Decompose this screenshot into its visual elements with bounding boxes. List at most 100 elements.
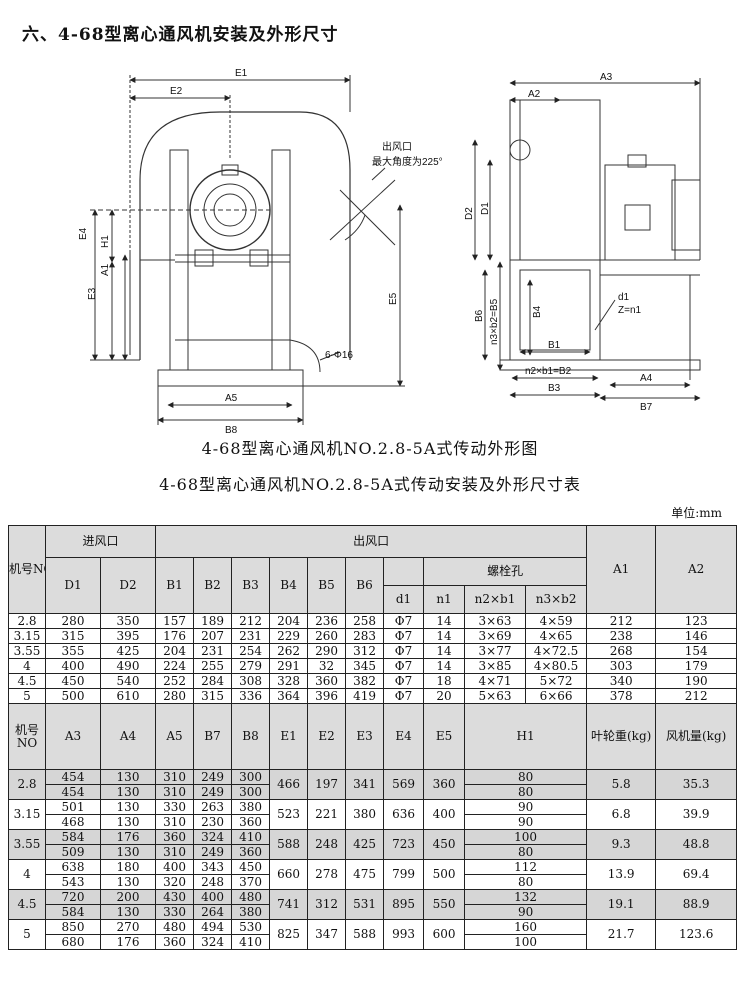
table-cell: 4×59 xyxy=(525,613,588,629)
table-cell: 315 xyxy=(45,628,101,644)
table-cell: 509 xyxy=(45,844,101,860)
table-cell: 364 xyxy=(269,688,309,704)
table-cell: 425 xyxy=(99,643,157,659)
table-cell: 320 xyxy=(155,874,195,890)
table-cell: 450 xyxy=(45,673,101,689)
hdr-b6: B6 xyxy=(345,557,385,614)
table-cell: 176 xyxy=(99,934,157,950)
figure-caption: 4-68型离心通风机NO.2.8-5A式传动外形图 xyxy=(201,439,539,458)
table-cell: 5×63 xyxy=(464,688,527,704)
model-cell: 3.15 xyxy=(8,799,46,830)
table-cell: 475 xyxy=(345,859,385,890)
table-cell: 395 xyxy=(99,628,157,644)
right-pedestal xyxy=(271,149,291,371)
table-cell: 310 xyxy=(155,784,195,800)
table-cell: 283 xyxy=(345,628,385,644)
model-cell: 2.8 xyxy=(8,769,46,800)
fan-weight: 123.6 xyxy=(655,919,738,950)
table-cell: 312 xyxy=(345,643,385,659)
table-cell: 328 xyxy=(269,673,309,689)
label-n2b1: n2×b1=B2 xyxy=(525,366,572,377)
unit-label: 单位:mm xyxy=(671,506,722,520)
table-cell: 260 xyxy=(307,628,347,644)
table-cell: 80 xyxy=(464,769,588,785)
table-cell: 3×85 xyxy=(464,658,527,674)
table-cell: 248 xyxy=(193,874,233,890)
table-cell: 284 xyxy=(193,673,233,689)
table-cell: 360 xyxy=(423,769,466,800)
table-cell: 80 xyxy=(464,784,588,800)
table-cell: 584 xyxy=(45,904,101,920)
table-cell: 204 xyxy=(155,643,195,659)
hdr-model: 机号NO xyxy=(8,525,46,614)
hdr-b2: B2 xyxy=(193,557,233,614)
table-cell: 300 xyxy=(231,769,271,785)
hdr-d2: D2 xyxy=(99,557,157,614)
table-cell: 530 xyxy=(231,919,271,935)
hdr-outlet: 出风口 xyxy=(155,525,588,558)
table-header: B7 xyxy=(193,703,233,770)
table-cell: 132 xyxy=(464,889,588,905)
table-cell: 230 xyxy=(193,814,233,830)
label-bolt: 6-Φ16 xyxy=(325,350,353,361)
hdr-bolt: 螺栓孔 xyxy=(423,557,588,586)
table-cell: 380 xyxy=(231,904,271,920)
table-cell: 410 xyxy=(231,829,271,845)
label-e2: E2 xyxy=(170,86,183,97)
table-header: E3 xyxy=(345,703,385,770)
table-cell: 3×63 xyxy=(464,613,527,629)
impeller-weight: 19.1 xyxy=(586,889,657,920)
table-cell: 278 xyxy=(307,859,347,890)
table-cell: 380 xyxy=(231,799,271,815)
label-d1-bolt: d1 xyxy=(618,292,630,303)
table-cell: 207 xyxy=(193,628,233,644)
impeller-weight: 13.9 xyxy=(586,859,657,890)
table-cell: Φ7 xyxy=(383,613,425,629)
table-cell: 400 xyxy=(155,859,195,875)
motor-body xyxy=(604,164,676,261)
table-cell: Φ7 xyxy=(383,688,425,704)
table-cell: 212 xyxy=(231,613,271,629)
table-cell: Φ7 xyxy=(383,673,425,689)
spec-table: 机号NO 进风口 出风口 A1 A2 D1 D2 B1 B2 B3 B4 B5 … xyxy=(8,525,738,950)
table-cell: 80 xyxy=(464,874,588,890)
table-cell: 5 xyxy=(8,688,46,704)
table-cell: 14 xyxy=(423,628,466,644)
label-e3: E3 xyxy=(87,287,98,300)
label-a4: A4 xyxy=(640,373,653,384)
table-cell: 100 xyxy=(464,829,588,845)
table-cell: 5×72 xyxy=(525,673,588,689)
table-cell: 231 xyxy=(231,628,271,644)
table-cell: 4 xyxy=(8,658,46,674)
table-cell: 340 xyxy=(586,673,657,689)
table-cell: 636 xyxy=(383,799,425,830)
table-cell: 238 xyxy=(586,628,657,644)
label-a1: A1 xyxy=(100,263,111,276)
table-cell: 610 xyxy=(99,688,157,704)
table-cell: 236 xyxy=(307,613,347,629)
table-cell: 430 xyxy=(155,889,195,905)
table-cell: 330 xyxy=(155,799,195,815)
table-cell: 146 xyxy=(655,628,738,644)
table-cell: 341 xyxy=(345,769,385,800)
hdr-n3b2: n3×b2 xyxy=(525,585,588,614)
table-cell: 4×72.5 xyxy=(525,643,588,659)
table-cell: 345 xyxy=(345,658,385,674)
table-cell: 14 xyxy=(423,613,466,629)
table-cell: 248 xyxy=(307,829,347,860)
fan-weight: 48.8 xyxy=(655,829,738,860)
hdr-a2: A2 xyxy=(655,525,738,614)
table-cell: 523 xyxy=(269,799,309,830)
table-cell: 3.55 xyxy=(8,643,46,659)
table-cell: 723 xyxy=(383,829,425,860)
table-header: A5 xyxy=(155,703,195,770)
table-cell: 224 xyxy=(155,658,195,674)
table-cell: 176 xyxy=(155,628,195,644)
table-cell: 157 xyxy=(155,613,195,629)
table-cell: 130 xyxy=(99,799,157,815)
table-cell: 799 xyxy=(383,859,425,890)
